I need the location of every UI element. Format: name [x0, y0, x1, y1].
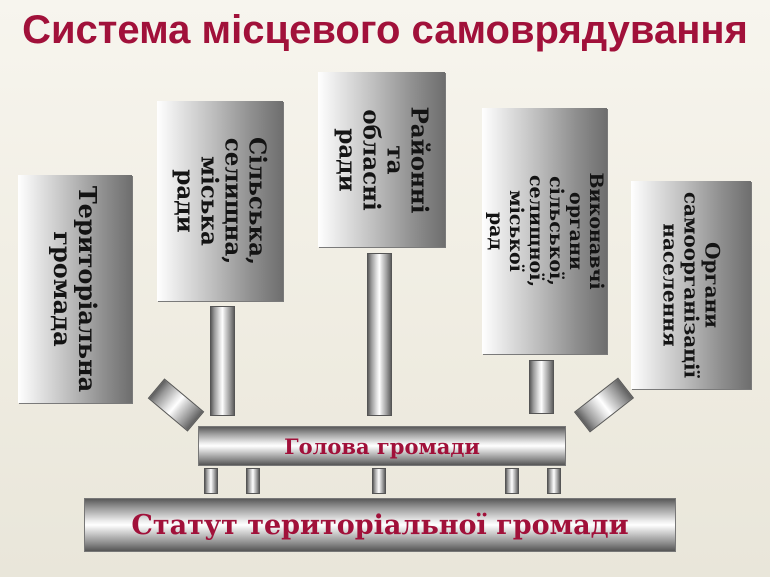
- post: [204, 468, 218, 494]
- card-label: Сільська, селищна, міська ради: [170, 136, 271, 266]
- connector-executive-bodies: [529, 360, 554, 414]
- head-of-community-bar: Голова громади: [198, 426, 566, 466]
- card-self-organization-bodies: Органи самоорганізації населення: [631, 181, 751, 389]
- card-executive-bodies: Виконавчі органи сільської, селищної, мі…: [482, 108, 607, 354]
- card-label: Районні та обласні ради: [332, 105, 432, 214]
- card-label: Органи самоорганізації населення: [658, 191, 725, 379]
- card-label: Територіальна громада: [48, 185, 103, 393]
- head-label: Голова громади: [284, 433, 480, 459]
- connector-territorial-community: [147, 378, 205, 432]
- card-label: Виконавчі органи сільської, селищної, мі…: [484, 172, 607, 290]
- card-district-regional-council: Районні та обласні ради: [318, 72, 445, 247]
- post: [372, 468, 386, 494]
- post: [505, 468, 519, 494]
- post: [547, 468, 561, 494]
- post: [246, 468, 260, 494]
- statute-bar: Статут територіальної громади: [84, 498, 676, 552]
- page-title: Система місцевого самоврядування: [22, 8, 748, 52]
- connector-self-organization-bodies: [573, 377, 635, 433]
- connector-district-regional-council: [367, 253, 392, 416]
- statute-label: Статут територіальної громади: [131, 509, 629, 541]
- card-village-council: Сільська, селищна, міська ради: [157, 101, 283, 301]
- connector-village-council: [210, 306, 235, 416]
- card-territorial-community: Територіальна громада: [18, 175, 132, 403]
